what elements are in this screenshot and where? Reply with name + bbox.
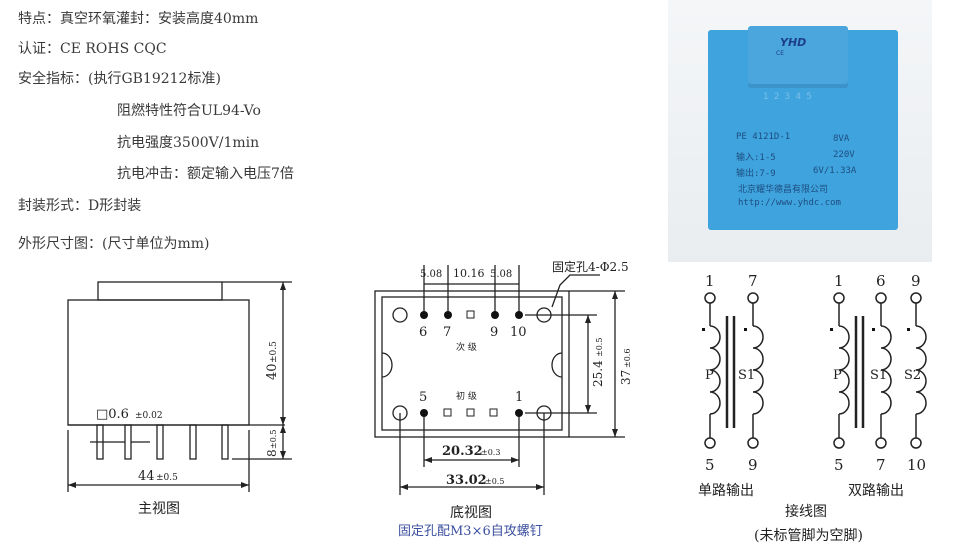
terminal: [910, 292, 922, 304]
pitch-1: 5.08: [420, 269, 442, 280]
pin-span-label: 20.32: [442, 444, 483, 459]
pin-label: 6: [876, 272, 886, 290]
coil-label-p: P: [705, 368, 714, 383]
front-view-caption: 主视图: [138, 501, 180, 517]
coil-label-s2: S2: [904, 368, 921, 383]
bottom-view-caption: 底视图: [450, 505, 492, 521]
terminal: [875, 292, 887, 304]
front-cap: [97, 281, 223, 301]
hole-span-tolerance: ±0.5: [485, 477, 504, 486]
pin-label: 10: [510, 325, 527, 340]
screw-note: 固定孔配M3×6自攻螺钉: [398, 524, 543, 539]
unused-pins: [443, 310, 498, 417]
power-label: 8VA: [833, 134, 850, 144]
pin-length-label: 8: [265, 449, 279, 457]
spec-dielectric: 抗电强度3500V/1min: [117, 135, 260, 151]
pin-label: 5: [419, 390, 427, 405]
transformer-cap: [748, 26, 848, 88]
terminal: [833, 437, 845, 449]
wiring-caption: 接线图: [785, 503, 827, 520]
spec-certification: 认证：CE ROHS CQC: [18, 41, 167, 57]
company-label: 北京耀华德昌有限公司: [738, 185, 829, 195]
pin-span-tolerance: ±0.3: [481, 448, 500, 457]
terminal: [910, 437, 922, 449]
hole-span-label: 33.02: [446, 473, 487, 488]
coil-label-s1: S1: [870, 368, 887, 383]
spec-dimensions-title: 外形尺寸图：(尺寸单位为mm): [18, 236, 210, 252]
output-voltage: 6V/1.33A: [813, 166, 857, 176]
pin-length-tolerance: ±0.5: [269, 430, 278, 449]
bottom-view-diagram: 5.08 10.16 5.08 固定孔4-Φ2.5 6 7 9 10 次 级 初…: [374, 259, 633, 539]
pitch-2: 10.16: [453, 267, 485, 280]
spec-safety: 安全指标：(执行GB19212标准): [18, 71, 221, 87]
pin-label: 9: [490, 325, 498, 340]
primary-label: 初 级: [456, 390, 477, 402]
depth-tolerance: ±0.6: [623, 349, 632, 368]
pin-label: 9: [911, 272, 921, 290]
wiring-note: (未标管脚为空脚): [754, 528, 863, 544]
brand-logo-sub: CE: [776, 50, 784, 57]
pin-label: 1: [705, 272, 715, 290]
terminal: [704, 292, 716, 304]
row-gap-tolerance: ±0.5: [595, 338, 604, 357]
bottom-inner-frame: [381, 296, 563, 431]
terminal: [833, 292, 845, 304]
pin-label: 6: [419, 325, 427, 340]
single-output-caption: 单路输出: [698, 483, 754, 499]
front-view-diagram: □0.6 ±0.02 40 ±0.5 8 ±0.5 44 ±0.5 主视图: [67, 281, 292, 517]
terminal: [747, 292, 759, 304]
input-label: 输入:1-5: [736, 153, 776, 163]
pin-marks: 1 2 3 4 5: [763, 92, 812, 102]
output-label: 输出:7-9: [736, 169, 776, 179]
pin-label: 7: [876, 456, 886, 474]
pin-size-tolerance: ±0.02: [135, 411, 163, 421]
pin-label: 5: [705, 456, 715, 474]
pins: [420, 311, 523, 417]
spec-features: 特点：真空环氧灌封：安装高度40mm: [18, 11, 259, 27]
depth-label: 37: [619, 370, 633, 385]
pin-label: 1: [515, 390, 523, 405]
coil-label-p: P: [833, 368, 842, 383]
hole-note: 固定孔4-Φ2.5: [552, 259, 629, 274]
pin-size-label: □0.6: [96, 407, 129, 422]
pin-label: 7: [443, 325, 451, 340]
pin-label: 10: [907, 456, 926, 474]
terminal: [704, 437, 716, 449]
dual-output-caption: 双路输出: [848, 483, 904, 499]
row-gap-label: 25.4: [591, 360, 605, 387]
pin-label: 7: [748, 272, 758, 290]
width-tolerance: ±0.5: [156, 473, 178, 483]
spec-flame: 阻燃特性符合UL94-Vo: [117, 103, 261, 119]
terminal: [875, 437, 887, 449]
pitch-3: 5.08: [490, 269, 512, 280]
height-tolerance: ±0.5: [269, 341, 279, 363]
mount-hole: [392, 307, 408, 323]
url-label: http://www.yhdc.com: [738, 198, 841, 208]
spec-surge: 抗电冲击：额定输入电压7倍: [117, 166, 294, 182]
height-label: 40: [265, 363, 280, 380]
product-photo: YHD CE 1 2 3 4 5 PE 4121D-1 8VA 输入:1-5 2…: [668, 0, 932, 262]
input-voltage: 220V: [833, 150, 855, 160]
bottom-outer-frame: [374, 290, 570, 438]
wiring-diagram: 1 7 5 9 1 6 9 5 7 10 P S1 P S1 S2 单路输出 双…: [698, 272, 927, 544]
pin-label: 1: [834, 272, 844, 290]
width-label: 44: [138, 469, 155, 484]
coil-label-s1: S1: [738, 368, 755, 383]
pin-label: 5: [834, 456, 844, 474]
secondary-label: 次 级: [456, 341, 477, 353]
model-label: PE 4121D-1: [736, 132, 791, 142]
brand-logo: YHD: [780, 36, 807, 49]
terminal: [747, 437, 759, 449]
spec-package: 封装形式：D形封装: [18, 198, 142, 214]
pin-label: 9: [748, 456, 758, 474]
